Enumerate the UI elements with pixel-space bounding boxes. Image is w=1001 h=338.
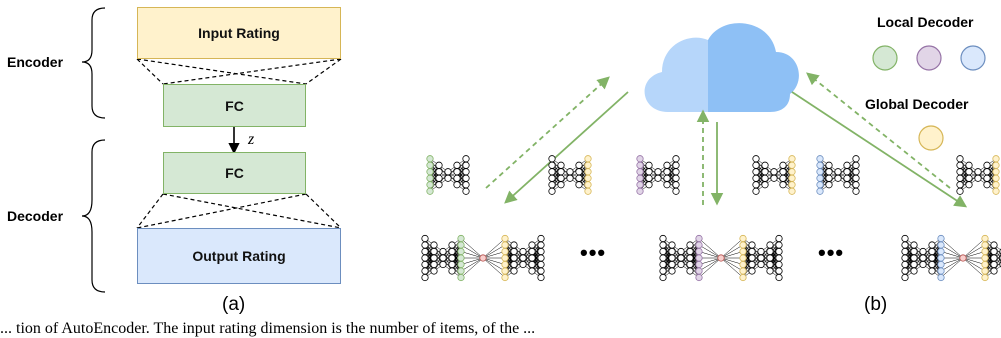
ellipsis-left: •••	[580, 240, 607, 265]
output-rating-box: Output Rating	[137, 228, 341, 284]
global-model-yellow-top-2	[752, 155, 796, 195]
footer-caption-text: ... tion of AutoEncoder. The input ratin…	[0, 320, 536, 337]
client-network-purple	[659, 234, 783, 282]
local-model-purple-top	[636, 155, 680, 195]
legend-local-green-icon	[872, 45, 898, 71]
ellipsis-right: •••	[818, 240, 845, 265]
local-model-blue-top	[816, 155, 860, 195]
fc-encoder-box: FC	[163, 84, 306, 127]
cloud-server-icon	[644, 23, 799, 113]
upload-arrow-left	[485, 76, 610, 189]
upload-arrow-right	[806, 72, 951, 189]
latent-z-label: z	[248, 131, 255, 148]
caption-a: (a)	[222, 294, 246, 315]
encoder-connector	[136, 58, 342, 85]
fc-decoder-box: FC	[163, 152, 306, 194]
caption-b: (b)	[864, 294, 888, 315]
download-arrow-right	[791, 91, 968, 208]
legend-global-label: Global Decoder	[865, 96, 969, 112]
decoder-label: Decoder	[7, 208, 64, 224]
client-network-blue	[901, 234, 1001, 282]
legend-local-blue-icon	[960, 45, 986, 71]
encoder-brace	[81, 7, 106, 119]
client-network-green	[421, 234, 545, 282]
global-model-yellow-top-3	[956, 155, 1000, 195]
legend-global-yellow-icon	[918, 125, 944, 151]
legend-local-label: Local Decoder	[877, 14, 974, 30]
legend-local-purple-icon	[916, 45, 942, 71]
global-model-yellow-top-1	[548, 155, 592, 195]
encoder-label: Encoder	[7, 54, 64, 70]
download-arrow-left	[504, 91, 629, 204]
decoder-brace	[81, 139, 106, 293]
input-rating-box: Input Rating	[137, 7, 341, 59]
decoder-connector	[136, 193, 342, 229]
local-model-green-top	[426, 155, 470, 195]
